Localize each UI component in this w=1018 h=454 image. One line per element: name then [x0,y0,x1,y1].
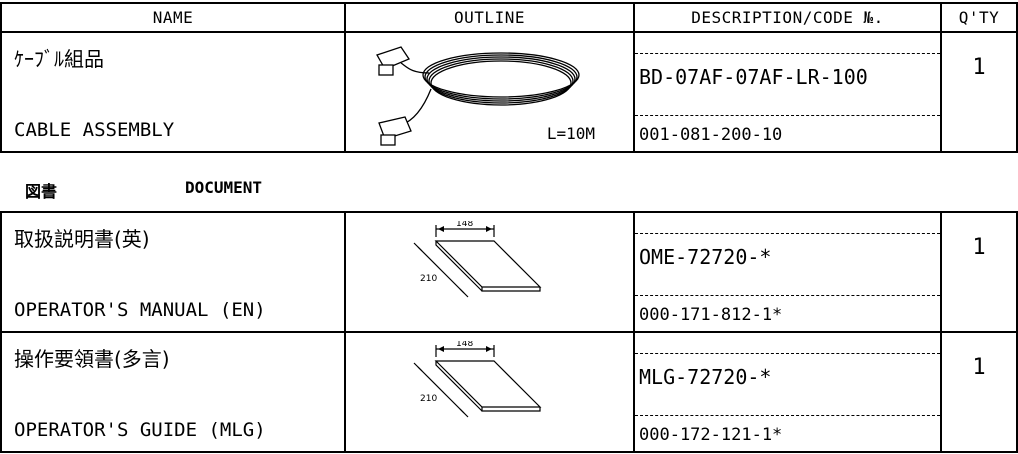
doc-code: MLG-72720-* [639,365,772,389]
booklet-height: 210 [420,274,437,284]
header-qty: Q'TY [940,2,1018,33]
doc-name-en: OPERATOR'S MANUAL (EN) [14,299,266,321]
doc-name-en: OPERATOR'S GUIDE (MLG) [14,419,266,441]
doc-name-cell: 操作要領書(多言) OPERATOR'S GUIDE (MLG) [0,331,346,453]
document-row: 取扱説明書(英) OPERATOR'S MANUAL (EN) 14 [0,211,1018,333]
document-row: 操作要領書(多言) OPERATOR'S GUIDE (MLG) 1 [0,331,1018,453]
cable-length: L=10M [546,124,595,143]
cable-name-en: CABLE ASSEMBLY [14,119,175,141]
booklet-icon: 148 210 [413,341,542,418]
dashed-divider [635,115,940,116]
doc-number: 000-171-812-1* [639,305,783,325]
cable-name-jp: ｹｰﾌﾞﾙ組品 [14,47,104,71]
booklet-icon: 148 210 [413,221,542,298]
header-outline: OUTLINE [344,2,635,33]
doc-name-jp: 操作要領書(多言) [14,347,170,371]
documents-table: 取扱説明書(英) OPERATOR'S MANUAL (EN) 14 [0,211,1018,453]
doc-desc-cell: MLG-72720-* 000-172-121-1* [633,331,942,453]
dashed-divider [635,53,940,54]
cable-name-cell: ｹｰﾌﾞﾙ組品 CABLE ASSEMBLY [0,31,346,153]
section-label-en: DOCUMENT [185,178,263,197]
booklet-height: 210 [420,394,437,404]
cable-table: NAME OUTLINE DESCRIPTION/CODE №. Q'TY ｹｰ… [0,2,1018,153]
doc-outline-cell: 148 210 [344,211,635,333]
dashed-divider [635,295,940,296]
doc-name-jp: 取扱説明書(英) [14,227,150,251]
booklet-width: 148 [456,221,473,229]
header-description: DESCRIPTION/CODE №. [633,2,942,33]
cable-code: BD-07AF-07AF-LR-100 [639,65,868,89]
section-label-jp: 図書 [25,182,58,201]
cable-number: 001-081-200-10 [639,125,783,145]
doc-desc-cell: OME-72720-* 000-171-812-1* [633,211,942,333]
doc-number: 000-172-121-1* [639,425,783,445]
cable-coil-icon [376,46,580,146]
doc-qty: 1 [972,235,986,260]
doc-qty-cell: 1 [940,331,1018,453]
cable-desc-cell: BD-07AF-07AF-LR-100 001-081-200-10 [633,31,942,153]
cable-outline-cell: L=10M [344,31,635,153]
booklet-width: 148 [456,341,473,349]
dashed-divider [635,353,940,354]
dashed-divider [635,415,940,416]
cable-qty-cell: 1 [940,31,1018,153]
doc-qty: 1 [972,355,986,380]
doc-code: OME-72720-* [639,245,772,269]
header-row: NAME OUTLINE DESCRIPTION/CODE №. Q'TY [0,2,1018,33]
doc-outline-cell: 148 210 [344,331,635,453]
cable-qty: 1 [972,55,986,80]
header-name: NAME [0,2,346,33]
doc-qty-cell: 1 [940,211,1018,333]
dashed-divider [635,233,940,234]
cable-row: ｹｰﾌﾞﾙ組品 CABLE ASSEMBLY [0,31,1018,153]
doc-name-cell: 取扱説明書(英) OPERATOR'S MANUAL (EN) [0,211,346,333]
